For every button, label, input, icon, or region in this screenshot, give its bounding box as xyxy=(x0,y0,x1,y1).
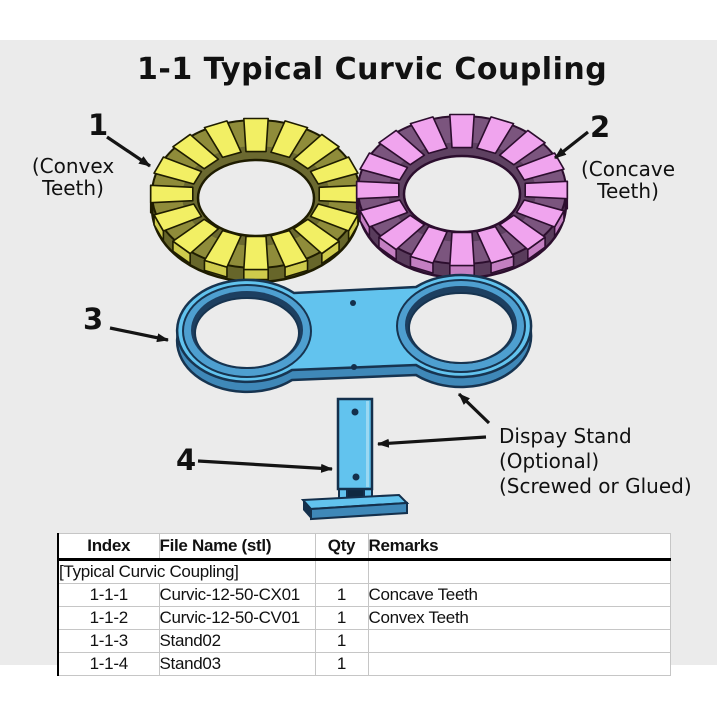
header-file-name: File Name (stl) xyxy=(158,533,316,561)
table-row: 1-1-4 Stand03 1 xyxy=(57,652,671,676)
cell-qty: 1 xyxy=(314,583,369,607)
convex-ring-illustration xyxy=(149,117,363,284)
base-plate-illustration xyxy=(175,273,533,394)
cell-remarks xyxy=(367,652,671,676)
stand-note: Dispay Stand (Optional) (Screwed or Glue… xyxy=(499,424,692,499)
table-row: 1-1-2 Curvic-12-50-CV01 1 Convex Teeth xyxy=(57,606,671,630)
table-row: 1-1-1 Curvic-12-50-CX01 1 Concave Teeth xyxy=(57,583,671,607)
part2-number-label: 2 xyxy=(590,110,611,144)
cell-file: Stand03 xyxy=(158,652,316,676)
arrow-stand-note xyxy=(377,435,487,448)
cell-index: 1-1-3 xyxy=(57,629,160,653)
part1-number-label: 1 xyxy=(88,108,109,142)
part4-number-label: 4 xyxy=(176,443,197,477)
header-qty: Qty xyxy=(314,533,369,561)
stand-note-line1: Dispay Stand xyxy=(499,424,632,448)
cell-remarks: Convex Teeth xyxy=(367,606,671,630)
arrow-plate-note xyxy=(457,392,491,425)
part3-number-label: 3 xyxy=(83,302,104,336)
arrow-part4 xyxy=(197,459,333,473)
arrow-part2 xyxy=(554,130,589,160)
cell-file: Stand02 xyxy=(158,629,316,653)
cell-qty: 1 xyxy=(314,606,369,630)
table-header-row: Index File Name (stl) Qty Remarks xyxy=(57,533,671,561)
arrow-part1 xyxy=(106,135,151,168)
section-title: [Typical Curvic Coupling] xyxy=(57,559,316,584)
page-title: 1-1 Typical Curvic Coupling xyxy=(137,52,608,87)
stand-note-line3: (Screwed or Glued) xyxy=(499,474,692,498)
cell-index: 1-1-2 xyxy=(57,606,160,630)
header-index: Index xyxy=(57,533,160,561)
cell-remarks: Concave Teeth xyxy=(367,583,671,607)
cell-qty: 1 xyxy=(314,652,369,676)
cell-file: Curvic-12-50-CV01 xyxy=(158,606,316,630)
concave-ring-illustration xyxy=(355,113,569,280)
part2-caption: (Concave Teeth) xyxy=(580,157,676,203)
header-remarks: Remarks xyxy=(367,533,671,561)
part1-caption: (Convex Teeth) xyxy=(31,154,115,200)
cell-qty: 1 xyxy=(314,629,369,653)
display-stand-illustration xyxy=(300,397,410,521)
arrow-part3 xyxy=(109,326,169,343)
table-section-row: [Typical Curvic Coupling] xyxy=(57,559,671,584)
leader-arrows xyxy=(106,130,589,473)
cell-index: 1-1-1 xyxy=(57,583,160,607)
cell-file: Curvic-12-50-CX01 xyxy=(158,583,316,607)
cell-index: 1-1-4 xyxy=(57,652,160,676)
stand-note-line2: (Optional) xyxy=(499,449,600,473)
table-row: 1-1-3 Stand02 1 xyxy=(57,629,671,653)
cell-remarks xyxy=(367,629,671,653)
parts-table: Index File Name (stl) Qty Remarks [Typic… xyxy=(57,533,671,676)
